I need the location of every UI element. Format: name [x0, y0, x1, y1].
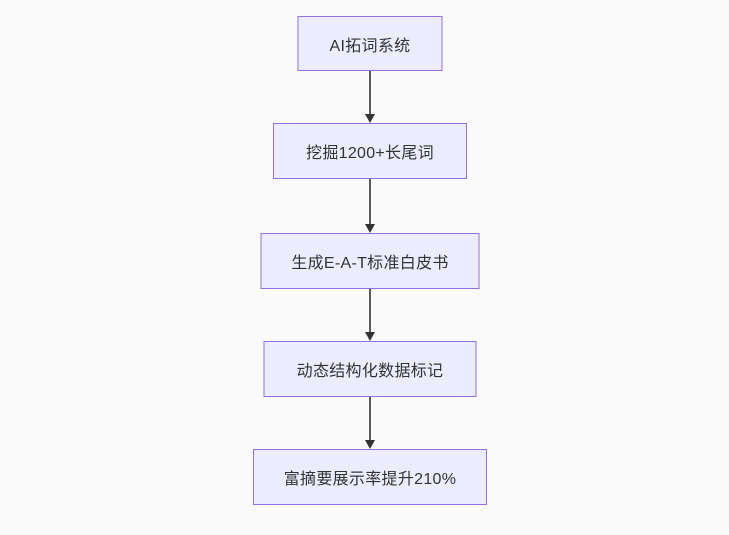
flow-edge-2	[364, 179, 376, 233]
flow-node-label: 挖掘1200+长尾词	[306, 145, 434, 162]
flow-node-eat-whitepaper: 生成E-A-T标准白皮书	[260, 233, 480, 289]
flow-node-label: AI拓词系统	[329, 37, 411, 55]
flow-node-label: 生成E-A-T标准白皮书	[291, 255, 449, 272]
flow-node-ai-word-expansion: AI拓词系统	[297, 16, 443, 71]
edge-line	[369, 71, 371, 114]
arrowhead-down-icon	[365, 332, 375, 341]
edge-line	[369, 289, 371, 332]
flow-node-label: 富摘要展示率提升210%	[283, 471, 457, 488]
flow-edge-1	[364, 71, 376, 123]
flow-node-label: 动态结构化数据标记	[296, 363, 444, 380]
flow-edge-4	[364, 397, 376, 449]
edge-line	[369, 179, 371, 224]
arrowhead-down-icon	[365, 440, 375, 449]
flow-node-structured-data-markup: 动态结构化数据标记	[263, 341, 477, 397]
flow-node-longtail-mining: 挖掘1200+长尾词	[273, 123, 467, 179]
arrowhead-down-icon	[365, 114, 375, 123]
arrowhead-down-icon	[365, 224, 375, 233]
edge-line	[369, 397, 371, 440]
flow-node-rich-snippet-result: 富摘要展示率提升210%	[253, 449, 487, 505]
flow-edge-3	[364, 289, 376, 341]
